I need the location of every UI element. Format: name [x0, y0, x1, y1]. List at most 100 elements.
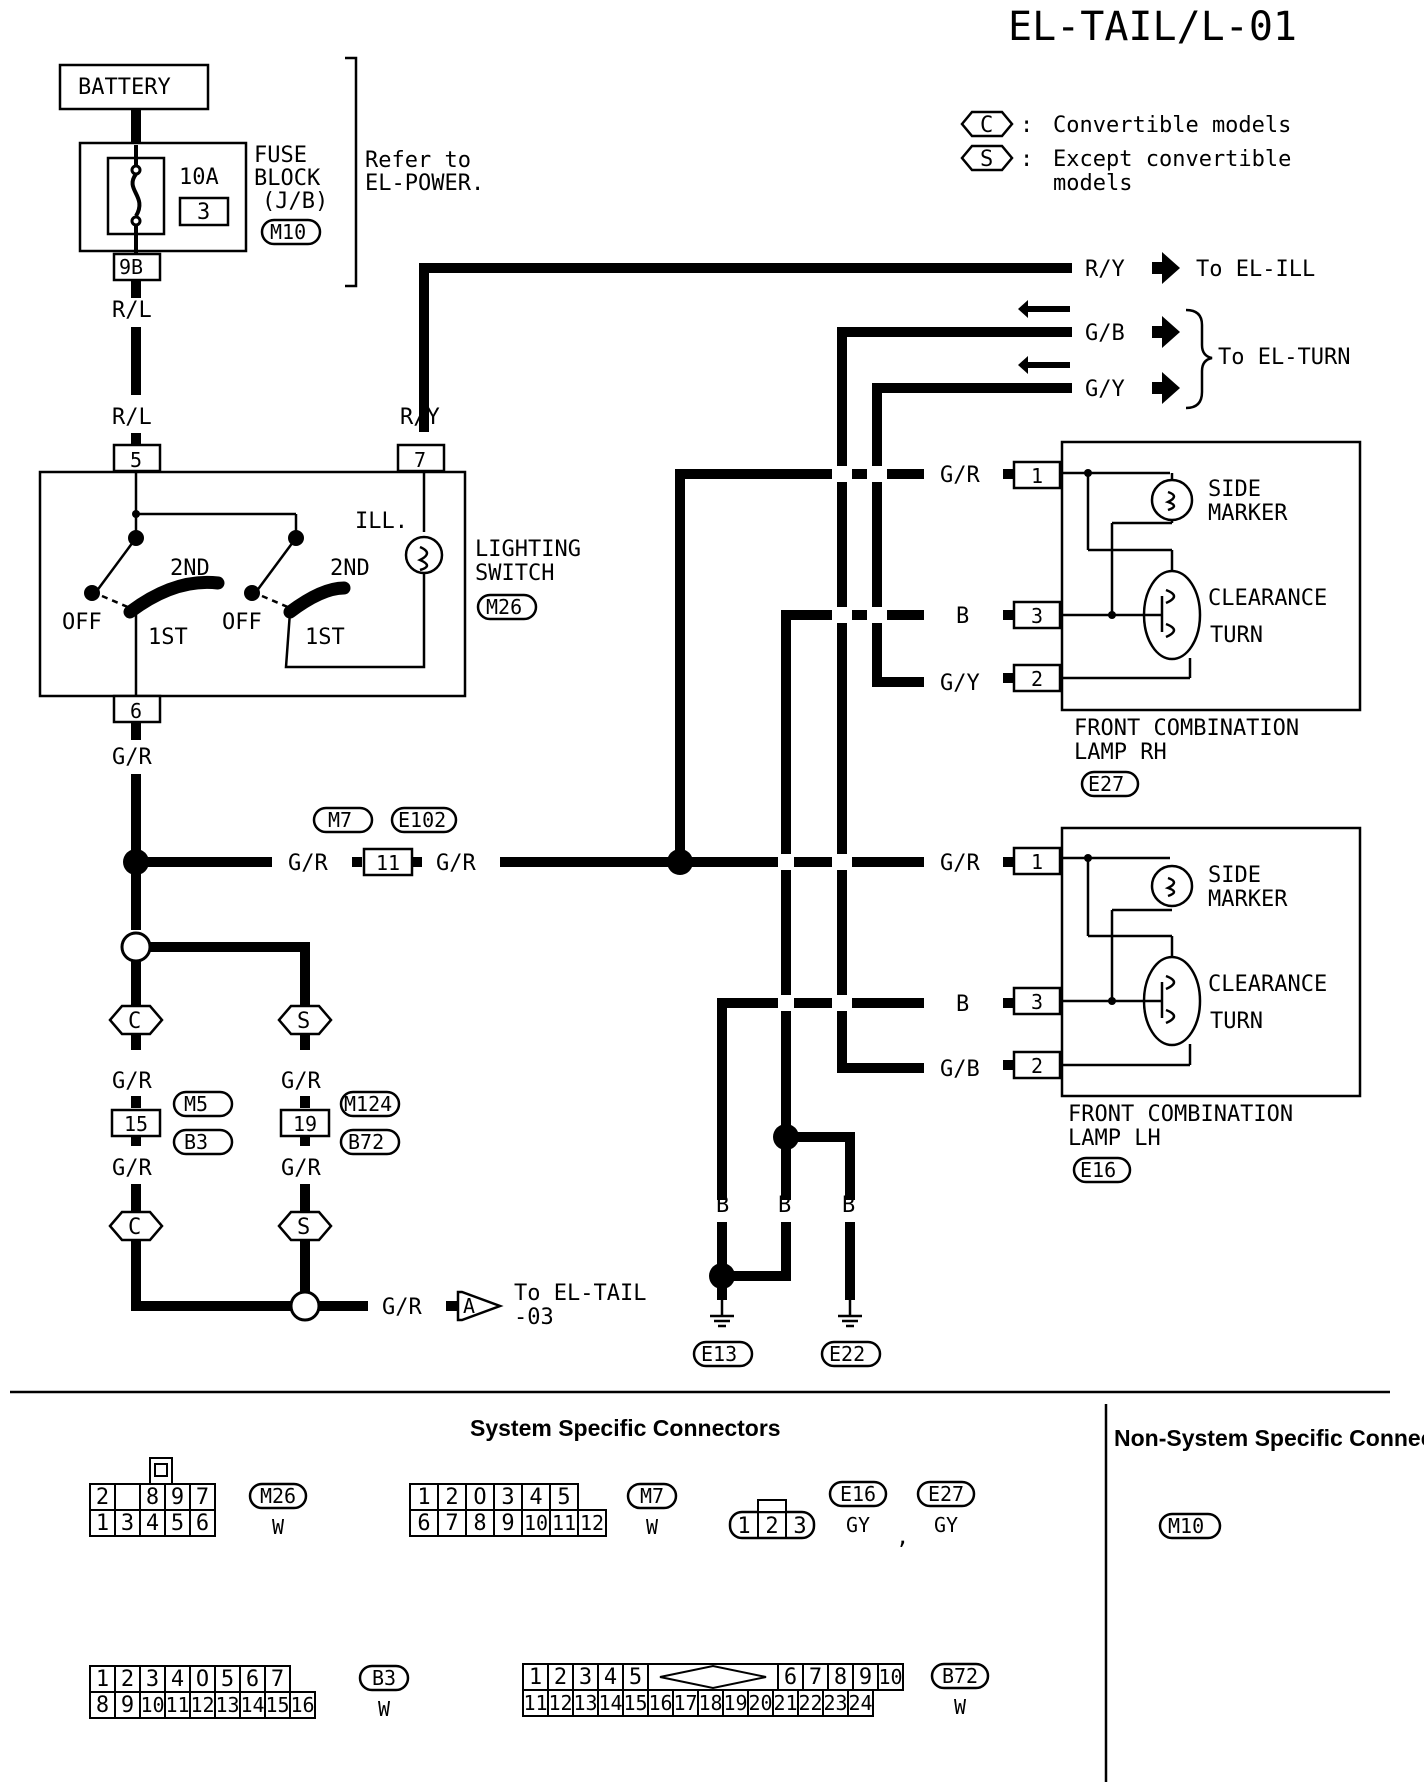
svg-text:2ND: 2ND	[170, 556, 210, 581]
arrow-left-icon	[1018, 356, 1070, 374]
svg-text:G/R: G/R	[281, 1156, 321, 1181]
svg-text:1: 1	[1031, 850, 1043, 874]
b72-row1a-cell	[597, 1663, 624, 1691]
m7-row1-pin: O	[473, 1485, 486, 1510]
b72-row2-cell	[722, 1689, 749, 1717]
b72-row2-pin: 16	[648, 1691, 672, 1715]
b72-row1a-pin: 1	[529, 1665, 542, 1690]
svg-text:G/B: G/B	[940, 1057, 980, 1082]
connector-m7: M7	[328, 808, 352, 832]
b72-row2-pin: 20	[748, 1691, 772, 1715]
b72-row2-cell	[797, 1689, 824, 1717]
destination-el-ill: To EL-ILL	[1196, 257, 1315, 282]
ground-icon	[710, 1300, 734, 1328]
connector-color: W	[646, 1515, 659, 1539]
connector-a-icon	[456, 1290, 504, 1322]
svg-text:G/R: G/R	[940, 851, 980, 876]
svg-text:C: C	[128, 1009, 141, 1034]
connector-tag	[626, 1482, 678, 1510]
separator: ,	[896, 1525, 909, 1550]
m7-row1-cell	[409, 1483, 439, 1511]
svg-text:MARKER: MARKER	[1208, 887, 1288, 912]
b3-row1-cell	[264, 1665, 291, 1693]
b3-row1-pin: 6	[246, 1667, 259, 1692]
m7-row2-pin: 10	[524, 1511, 548, 1535]
svg-text:C: C	[128, 1215, 141, 1240]
b3-row2-pin: 9	[121, 1693, 134, 1718]
b3-row1-cell	[89, 1665, 116, 1693]
svg-text:7: 7	[414, 448, 426, 472]
m7-row2-pin: 9	[501, 1511, 514, 1536]
b72-row1a-pin: 5	[629, 1665, 642, 1690]
arrow-right-icon	[1152, 316, 1180, 348]
ground-e22: E22	[829, 1342, 865, 1366]
svg-text:S: S	[297, 1009, 310, 1034]
b72-row2-pin: 23	[823, 1691, 847, 1715]
svg-text::: :	[1020, 113, 1033, 138]
b72-row1a-pin: 3	[579, 1665, 592, 1690]
b72-row2-pin: 11	[523, 1691, 547, 1715]
svg-text:OFF: OFF	[62, 610, 102, 635]
b3-row1-pin: 3	[146, 1667, 159, 1692]
svg-text:SIDE: SIDE	[1208, 863, 1261, 888]
wire-label-ry-right: R/Y	[1085, 257, 1125, 282]
b72-row1a-pin: 2	[554, 1665, 567, 1690]
m7-row2-cell	[577, 1509, 607, 1537]
wire-label-ry: R/Y	[400, 405, 440, 430]
b72-row2-pin: 13	[573, 1691, 597, 1715]
svg-text:3: 3	[1031, 604, 1043, 628]
svg-text:G/R: G/R	[281, 1069, 321, 1094]
b3-row2-pin: 11	[165, 1693, 189, 1717]
svg-text:G/R: G/R	[382, 1295, 422, 1320]
svg-text:G/R: G/R	[288, 851, 328, 876]
m26-row1-pin: 7	[196, 1485, 209, 1510]
b72-row1b-pin: 10	[878, 1665, 902, 1689]
connector-terminal-15: 15	[124, 1112, 148, 1136]
diagram-title: EL-TAIL/L-01	[1008, 4, 1297, 50]
connector-m124: M124	[344, 1092, 392, 1116]
s-symbol-icon	[277, 1004, 333, 1036]
m26-row2-pin: 1	[96, 1511, 109, 1536]
b72-row2-pin: 12	[548, 1691, 572, 1715]
arrow-left-icon	[1018, 300, 1070, 318]
b72-row1b-cell	[827, 1663, 854, 1691]
svg-text:A: A	[463, 1294, 475, 1318]
svg-text:B: B	[956, 604, 969, 629]
svg-text:FUSE: FUSE	[254, 143, 307, 168]
svg-text:TURN: TURN	[1210, 1009, 1263, 1034]
front-combination-lamp-lh: 1 3 2 SIDE MARKER CLEARANCE TURN FRONT C…	[1003, 826, 1362, 1184]
svg-text:(J/B): (J/B)	[262, 189, 328, 214]
b72-row2-cell	[672, 1689, 699, 1717]
b3-row1-pin: 7	[271, 1667, 284, 1692]
wire-label-rl: R/L	[112, 405, 152, 430]
c-symbol-icon	[108, 1210, 164, 1242]
legend: C : Convertible models S : Except conver…	[960, 110, 1291, 196]
svg-text:BLOCK: BLOCK	[254, 166, 321, 191]
connector-tag	[916, 1480, 976, 1508]
svg-text:2ND: 2ND	[330, 556, 370, 581]
svg-text:LAMP LH: LAMP LH	[1068, 1126, 1161, 1151]
svg-text::: :	[1020, 147, 1033, 172]
svg-text:S: S	[980, 147, 993, 172]
svg-text:B: B	[716, 1193, 729, 1218]
terminal-9b: 9B	[119, 255, 143, 279]
ground-e13: E13	[701, 1342, 737, 1366]
svg-text:BATTERY: BATTERY	[78, 75, 171, 100]
b72-row1b-pin: 8	[834, 1665, 847, 1690]
m26-row2-pin: 4	[146, 1511, 159, 1536]
b72-row1a-pin: 4	[604, 1665, 617, 1690]
connector-e102: E102	[398, 808, 446, 832]
b3-row2-cell	[189, 1691, 216, 1719]
b3-row2-cell	[114, 1691, 141, 1719]
b3-row2-cell	[164, 1691, 191, 1719]
b3-row2-cell	[289, 1691, 316, 1719]
connector-color: W	[272, 1515, 285, 1539]
b3-row2-pin: 14	[240, 1693, 264, 1717]
m7-row1-cell	[493, 1483, 523, 1511]
wire-label-gr: G/R	[112, 745, 152, 770]
svg-text:B: B	[778, 1193, 791, 1218]
b3-row2-pin: 16	[290, 1693, 314, 1717]
connector-tag	[828, 1480, 888, 1508]
m26-row2-cell	[164, 1509, 191, 1537]
